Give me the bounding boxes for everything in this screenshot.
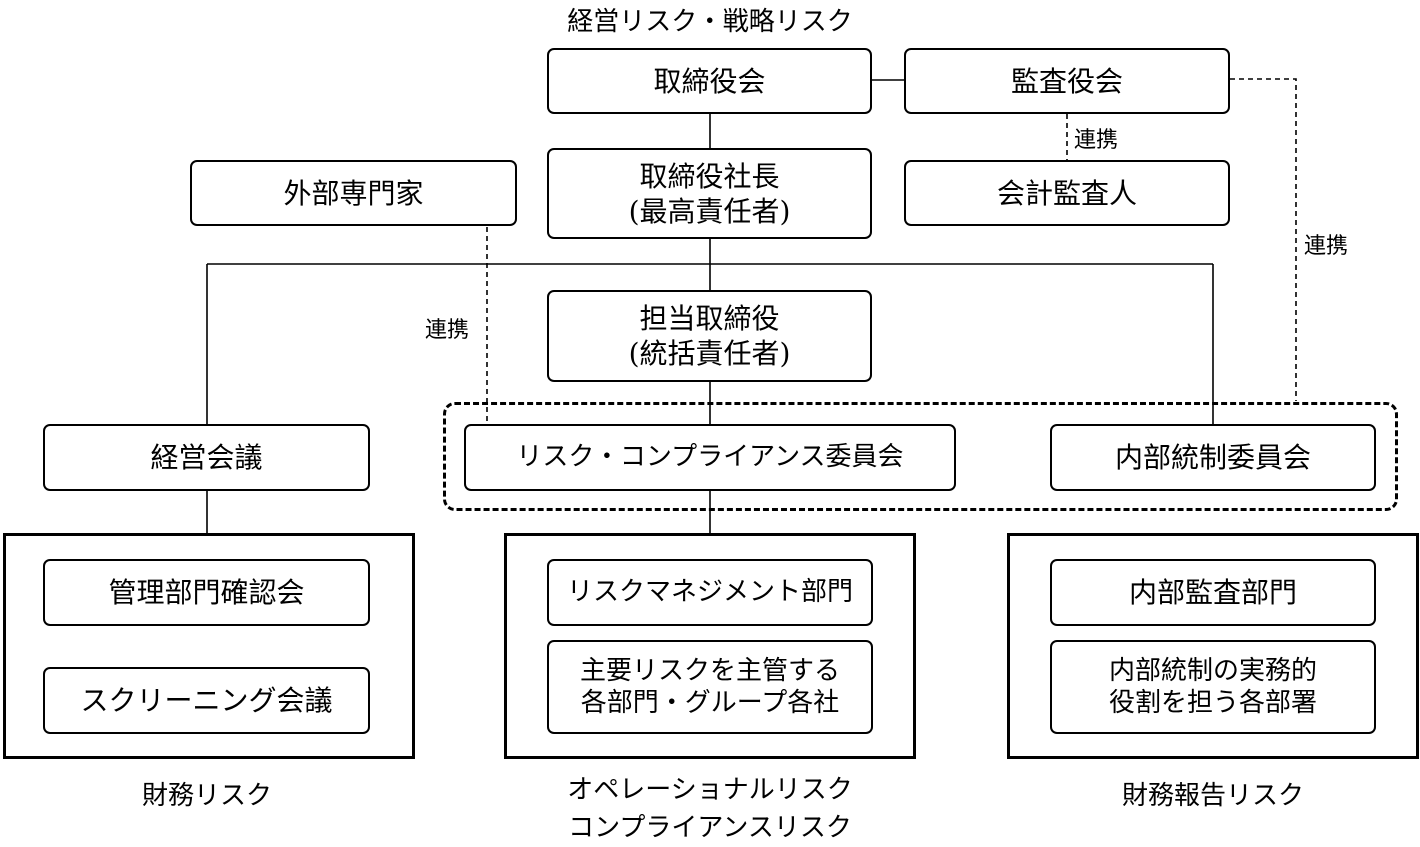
auditors-internal-control-dashed-link — [1230, 78, 1297, 401]
audit-board-box: 監査役会 — [904, 48, 1230, 114]
internal-control-committee-box: 内部統制委員会 — [1050, 424, 1376, 491]
financial-reporting-risk-label: 財務報告リスク — [1121, 781, 1304, 811]
accounting-auditor-box: 会計監査人 — [904, 160, 1230, 226]
screening-meeting-box: スクリーニング会議 — [43, 667, 370, 734]
president-box: 取締役社長 (最高責任者) — [547, 148, 872, 239]
committees-dashed-group — [443, 402, 1398, 511]
operational-risk-label: オペレーショナルリスク コンプライアンスリスク — [567, 775, 853, 843]
external-experts-box: 外部専門家 — [190, 160, 517, 226]
board-of-directors-box: 取締役会 — [547, 48, 872, 114]
financial-risk-label: 財務リスク — [141, 781, 272, 811]
internal-audit-dept-box: 内部監査部門 — [1050, 559, 1376, 626]
link-label-external: 連携 — [425, 318, 470, 343]
admin-review-meeting-box: 管理部門確認会 — [43, 559, 370, 626]
management-meeting-box: 経営会議 — [43, 424, 370, 491]
risk-owner-depts-box: 主要リスクを主管する 各部門・グループ各社 — [547, 640, 873, 734]
top-risk-label: 経営リスク・戦略リスク — [567, 7, 853, 37]
risk-management-dept-box: リスクマネジメント部門 — [547, 559, 873, 626]
internal-control-depts-box: 内部統制の実務的 役割を担う各部署 — [1050, 640, 1376, 734]
risk-compliance-committee-box: リスク・コンプライアンス委員会 — [464, 424, 956, 491]
link-label-accounting: 連携 — [1074, 128, 1119, 153]
officer-in-charge-box: 担当取締役 (統括責任者) — [547, 290, 872, 382]
link-label-internal-control: 連携 — [1304, 234, 1349, 259]
